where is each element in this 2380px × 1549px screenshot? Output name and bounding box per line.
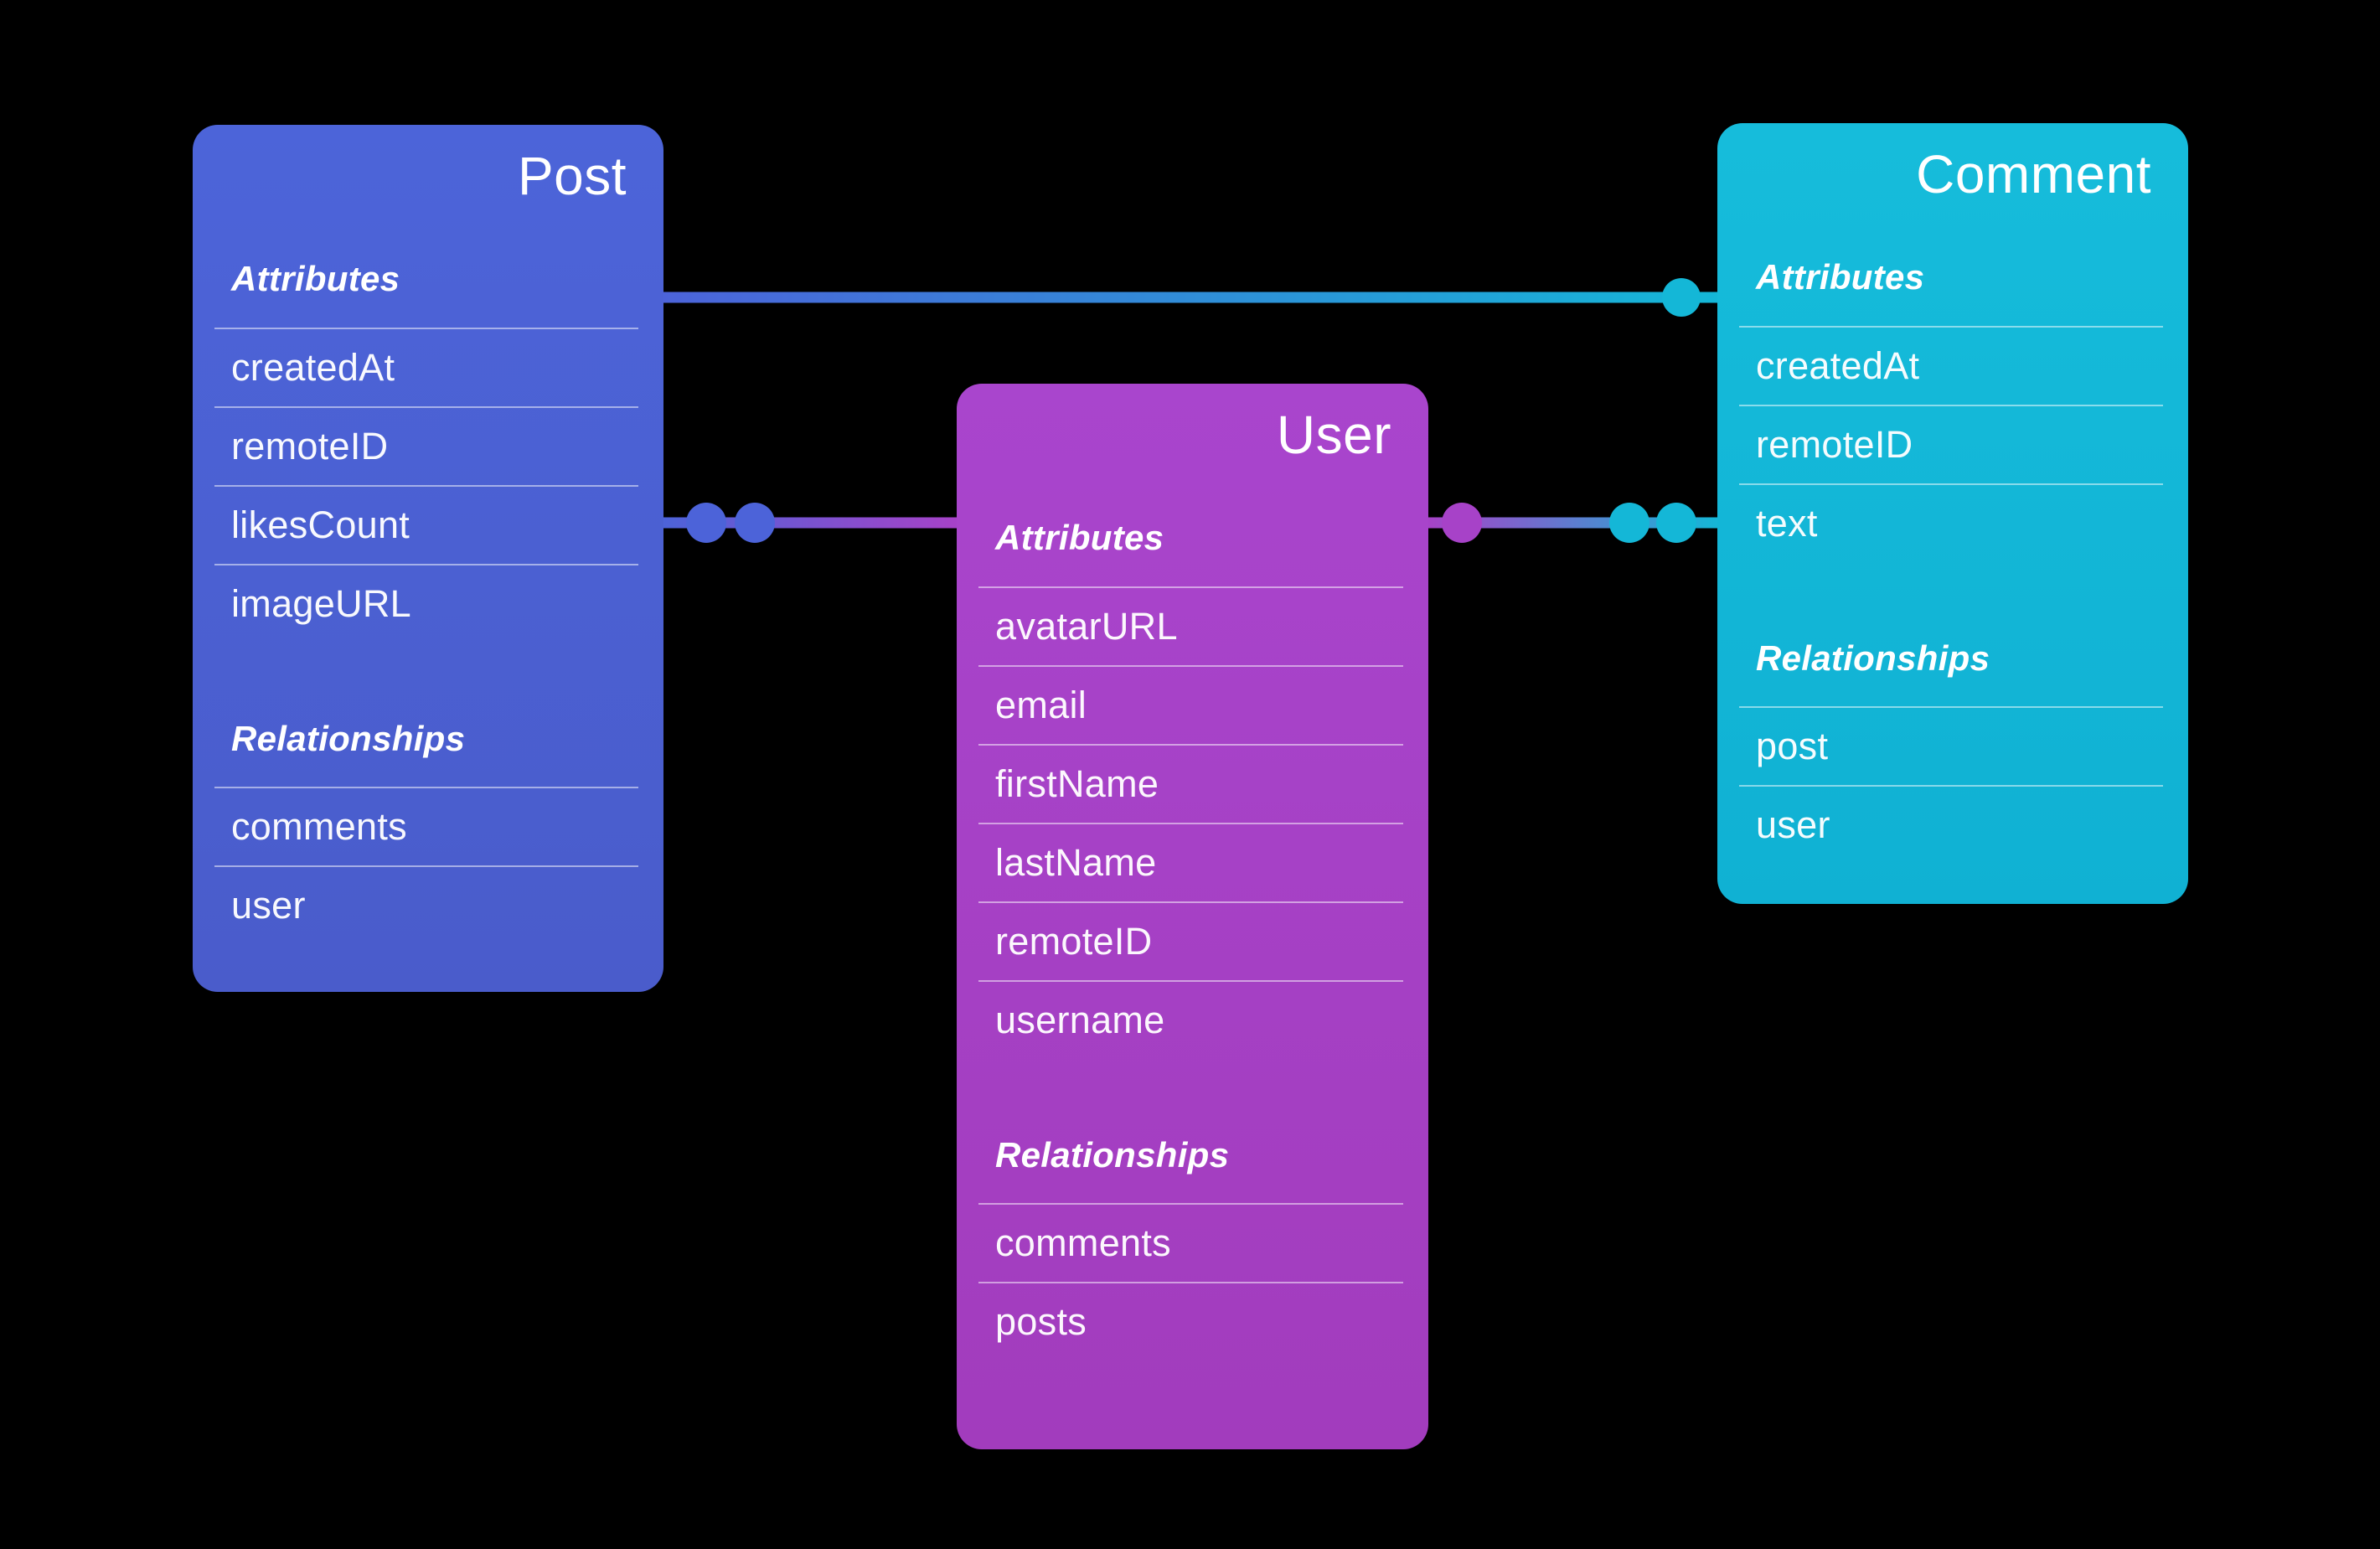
relationships-section-label: Relationships (1756, 638, 1990, 678)
attribute-row: avatarURL (957, 586, 1428, 666)
attribute-row: remoteID (1717, 404, 2188, 484)
relationship-row: comments (957, 1202, 1428, 1283)
attribute-row: remoteID (957, 901, 1428, 981)
attributes-section-label: Attributes (1756, 257, 1925, 297)
attribute-row: username (957, 979, 1428, 1060)
attribute-row: likesCount (193, 484, 663, 565)
cardinality-dot-comment-end (1662, 278, 1701, 317)
attribute-row: firstName (957, 743, 1428, 824)
attribute-row: email (957, 664, 1428, 745)
entity-title: User (1276, 405, 1391, 465)
entity-card-post[interactable]: Post Attributes createdAt remoteID likes… (193, 125, 663, 992)
entity-title: Comment (1916, 144, 2151, 204)
relationships-section-label: Relationships (995, 1134, 1230, 1175)
relationship-row: posts (957, 1281, 1428, 1361)
relationships-list: comments user (193, 786, 663, 945)
relationships-list: post user (1717, 705, 2188, 865)
relationships-section-label: Relationships (231, 718, 466, 758)
attributes-section-label: Attributes (231, 259, 400, 299)
relationship-row: post (1717, 705, 2188, 786)
cardinality-dot-comment-end-2 (1656, 503, 1696, 543)
relationship-row: user (193, 865, 663, 945)
attributes-list: createdAt remoteID text (1717, 325, 2188, 563)
attribute-row: createdAt (1717, 325, 2188, 405)
attribute-row: remoteID (193, 405, 663, 486)
entity-card-comment[interactable]: Comment Attributes createdAt remoteID te… (1717, 123, 2188, 904)
cardinality-dot-post-end-2 (735, 503, 775, 543)
cardinality-dot-comment-end-1 (1609, 503, 1649, 543)
attribute-row: createdAt (193, 327, 663, 407)
attributes-section-label: Attributes (995, 518, 1164, 558)
attribute-row: lastName (957, 822, 1428, 902)
entity-title: Post (517, 146, 627, 206)
relationship-row: comments (193, 786, 663, 866)
attribute-row: text (1717, 483, 2188, 563)
relationships-list: comments posts (957, 1202, 1428, 1361)
relationship-row: user (1717, 784, 2188, 865)
cardinality-dot-user-end (1442, 503, 1482, 543)
attributes-list: createdAt remoteID likesCount imageURL (193, 327, 663, 643)
cardinality-dot-post-end-1 (686, 503, 726, 543)
attributes-list: avatarURL email firstName lastName remot… (957, 586, 1428, 1060)
attribute-row: imageURL (193, 563, 663, 643)
entity-card-user[interactable]: User Attributes avatarURL email firstNam… (957, 384, 1428, 1449)
